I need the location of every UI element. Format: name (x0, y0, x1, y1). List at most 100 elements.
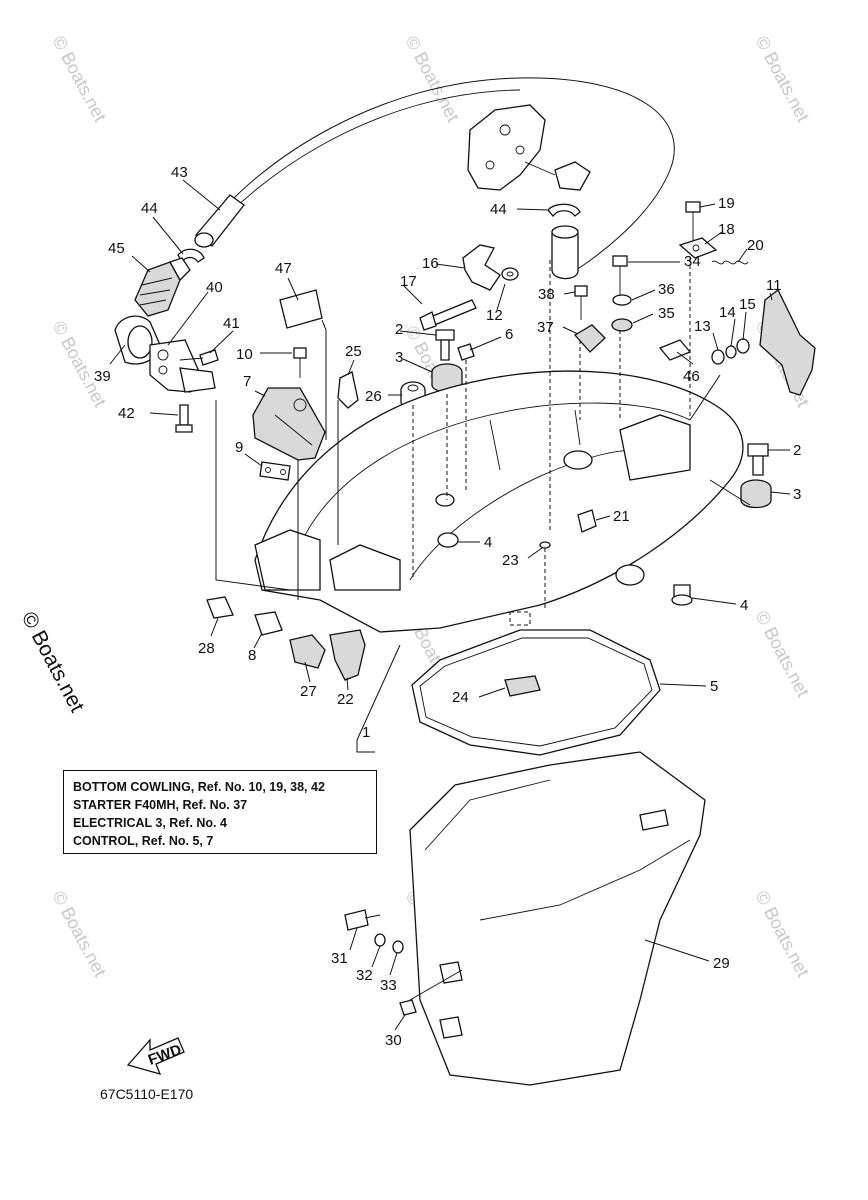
callout-16: 16 (422, 255, 439, 272)
callout-19: 19 (718, 195, 735, 212)
watermark: © Boats.net (48, 887, 110, 980)
washer-part (501, 267, 519, 281)
callout-43: 43 (171, 164, 188, 181)
callout-2: 2 (395, 321, 403, 338)
watermark: © Boats.net (751, 32, 813, 125)
callout-41: 41 (223, 315, 240, 332)
callout-4: 4 (484, 534, 492, 551)
lever-part (759, 288, 816, 396)
callout-22: 22 (337, 691, 354, 708)
washer-part (711, 338, 750, 365)
callout-5: 5 (710, 678, 718, 695)
callout-32: 32 (356, 967, 373, 984)
callout-4: 4 (740, 597, 748, 614)
callout-10: 10 (236, 346, 253, 363)
label-part (658, 339, 692, 361)
watermark: © Boats.net (401, 32, 463, 125)
lever-part (462, 244, 501, 291)
callout-46: 46 (683, 368, 700, 385)
fitting-part (134, 257, 191, 317)
callout-29: 29 (713, 955, 730, 972)
fwd-label: FWD (146, 1041, 184, 1069)
callout-7: 7 (243, 373, 251, 390)
bolt-part (175, 404, 193, 433)
bracket-plate-part (149, 339, 216, 393)
cap-part (573, 324, 606, 353)
grommet-part (206, 596, 234, 619)
note-line: BOTTOM COWLING, Ref. No. 10, 19, 38, 42 (73, 780, 325, 794)
callout-30: 30 (385, 1032, 402, 1049)
hose-clamp-part (177, 203, 581, 264)
apron-part (409, 751, 706, 1086)
bottom-cowling-body (254, 370, 744, 633)
nut-part (457, 343, 475, 361)
callout-44: 44 (141, 200, 158, 217)
callout-6: 6 (505, 326, 513, 343)
grommet-part (611, 318, 633, 332)
hose-part (194, 194, 245, 248)
callout-18: 18 (718, 221, 735, 238)
washer-part (612, 294, 632, 306)
callout-14: 14 (719, 304, 736, 321)
callout-38: 38 (538, 286, 555, 303)
callout-34: 34 (684, 253, 701, 270)
callout-28: 28 (198, 640, 215, 657)
watermark: © Boats.net (48, 317, 110, 410)
screw-part (293, 347, 307, 378)
callout-12: 12 (486, 307, 503, 324)
callout-3: 3 (395, 349, 403, 366)
bolt-part (747, 443, 769, 476)
callout-37: 37 (537, 319, 554, 336)
callout-36: 36 (658, 281, 675, 298)
upper-bracket-assembly (467, 104, 591, 191)
callout-35: 35 (658, 305, 675, 322)
callout-40: 40 (206, 279, 223, 296)
clip-part (337, 371, 359, 409)
grommet-part (289, 634, 326, 669)
bolt-part (419, 299, 477, 331)
callout-23: 23 (502, 552, 519, 569)
plate-part (259, 461, 291, 481)
bolt-part (685, 201, 701, 245)
note-line: CONTROL, Ref. No. 5, 7 (73, 834, 214, 848)
drawing-code: 67C5110-E170 (100, 1086, 194, 1102)
callout-8: 8 (248, 647, 256, 664)
screw-part (179, 349, 219, 366)
callout-3: 3 (793, 486, 801, 503)
seal-part (411, 629, 661, 756)
callout-labels: 43 44 44 45 39 40 41 42 47 10 7 9 25 26 … (94, 164, 801, 1049)
watermark: © Boats.net (751, 887, 813, 980)
pipe-part (551, 225, 579, 280)
clip-part (439, 961, 463, 1039)
boot-part (329, 629, 366, 681)
bracket-part (252, 387, 326, 461)
washer-part (374, 933, 386, 947)
callout-17: 17 (400, 273, 417, 290)
callout-24: 24 (452, 689, 469, 706)
bolt-part (612, 255, 628, 300)
callout-33: 33 (380, 977, 397, 994)
note-line: STARTER F40MH, Ref. No. 37 (73, 798, 248, 812)
bolt-part (435, 329, 455, 361)
watermark: © Boats.net (48, 32, 110, 125)
washer-part (392, 940, 404, 954)
callout-21: 21 (613, 508, 630, 525)
leader-lines (109, 179, 791, 1031)
callout-27: 27 (300, 683, 317, 700)
note-line: ELECTRICAL 3, Ref. No. 4 (73, 816, 227, 830)
callout-25: 25 (345, 343, 362, 360)
rubber-mount-part (740, 479, 772, 509)
collar-part (671, 584, 693, 606)
label-part (279, 289, 323, 329)
watermark: © Boats.net (751, 607, 813, 700)
pad-part (504, 675, 541, 697)
callout-11: 11 (766, 277, 782, 294)
callout-47: 47 (275, 260, 292, 277)
callout-20: 20 (747, 237, 764, 254)
callout-44: 44 (490, 201, 507, 218)
bolt-part (344, 909, 381, 931)
bolt-part (574, 285, 588, 320)
assembly-lines (215, 258, 751, 626)
spring-part (711, 260, 749, 265)
